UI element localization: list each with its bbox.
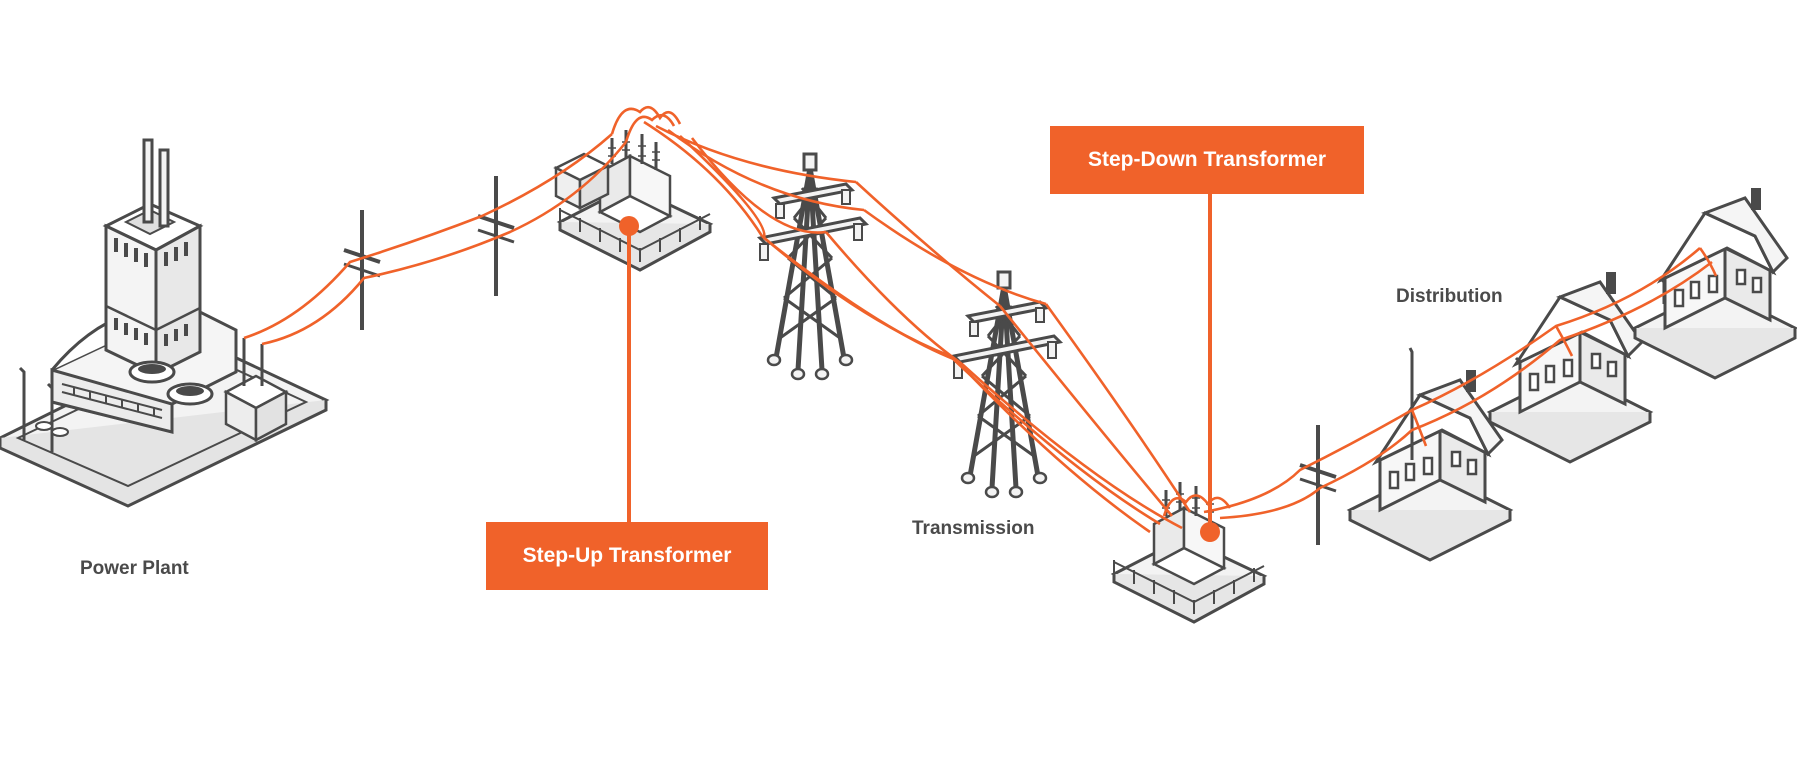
callout-step-down-text: Step-Down Transformer xyxy=(1087,148,1327,171)
substation-icon xyxy=(553,128,712,272)
label-transmission: Transmission xyxy=(912,518,1035,539)
utility-pole-icon xyxy=(476,174,516,298)
house-icon xyxy=(1348,368,1512,562)
callout-step-down-transformer: Step-Down Transformer xyxy=(1050,126,1364,194)
callout-connectors xyxy=(619,194,1220,542)
power-lines xyxy=(243,105,1718,534)
house-icon xyxy=(1633,186,1797,380)
utility-pole-icon xyxy=(1298,423,1338,547)
house-icon xyxy=(1488,270,1652,464)
callout-step-up-transformer: Step-Up Transformer xyxy=(486,522,768,590)
callout-step-up-text: Step-Up Transformer xyxy=(522,544,732,567)
power-plant-icon xyxy=(0,138,330,508)
label-distribution: Distribution xyxy=(1396,286,1503,307)
transmission-tower-icon xyxy=(760,154,866,379)
utility-pole-icon xyxy=(342,208,382,332)
transmission-tower-icon xyxy=(954,272,1060,497)
label-power-plant: Power Plant xyxy=(80,558,189,579)
